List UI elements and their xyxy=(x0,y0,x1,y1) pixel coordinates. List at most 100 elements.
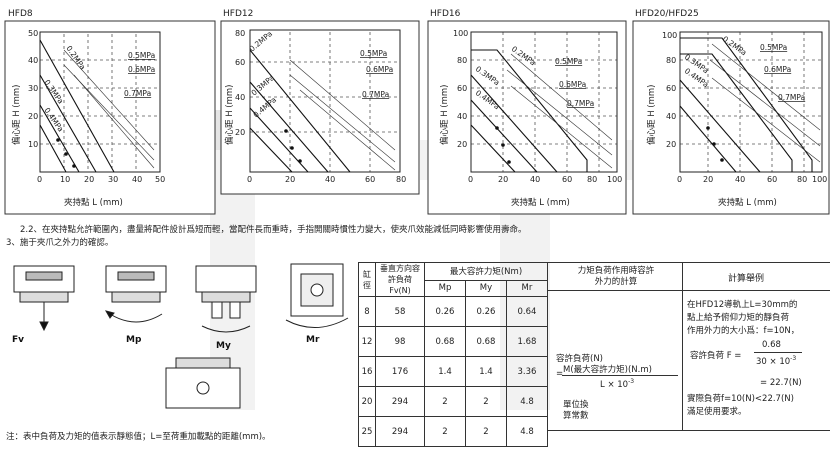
cell-my: 2 xyxy=(464,386,507,417)
chart-hfd8: 0 10 20 30 40 50 10 20 30 40 50 0.2MPa 0… xyxy=(4,20,216,215)
calc-bottom-rule xyxy=(548,430,830,431)
cell-my: 1.4 xyxy=(464,356,507,387)
calc-label-1: 容許負荷(N) xyxy=(556,354,603,364)
chart-title-hfd20: HFD20/HFD25 xyxy=(635,9,699,19)
hfd16-p05: 0.5MPa xyxy=(555,57,582,66)
hfd8-y-4: 40 xyxy=(28,56,38,65)
hfd20-p06: 0.6MPa xyxy=(764,65,791,74)
th-moment: 最大容許力矩(Nm) xyxy=(424,262,548,281)
calc-unit-2: 算常數 xyxy=(563,411,589,421)
hfd20-p07: 0.7MPa xyxy=(778,93,805,102)
hfd12-x-2: 40 xyxy=(325,175,335,184)
hfd20-y-2: 40 xyxy=(666,112,676,121)
calc-header-rule xyxy=(548,290,830,291)
hfd8-y-3: 30 xyxy=(28,84,38,93)
hfd8-p06: 0.6MPa xyxy=(128,65,155,74)
hfd16-y-5: 100 xyxy=(453,29,468,38)
force-diagrams: Fv Mp My Mr xyxy=(12,263,349,409)
hfd20-x-1: 20 xyxy=(703,175,713,184)
chart-hfd20: 0 20 40 60 80 100 20 40 60 80 100 0.2MPa… xyxy=(632,20,830,215)
hfd16-x-1: 20 xyxy=(498,175,508,184)
example-den-base: 30 × 10 xyxy=(756,356,791,367)
table-row: 20 294 2 2 4.8 xyxy=(358,386,549,417)
hfd8-x-2: 20 xyxy=(84,175,94,184)
cell-mp: 0.68 xyxy=(424,326,466,357)
calc-unit-1: 單位換 xyxy=(563,400,589,410)
cell-bore: 8 xyxy=(358,296,376,327)
example-fraction-bar xyxy=(754,352,802,353)
hfd20-x-0: 0 xyxy=(677,175,682,184)
hfd16-x-0: 0 xyxy=(468,175,473,184)
hfd12-ylabel: 偏心距 H (mm) xyxy=(224,85,235,146)
cell-mr: 4.8 xyxy=(505,386,549,417)
hfd16-y-3: 60 xyxy=(457,84,467,93)
spec-table: 缸徑 垂直方向容許負荷Fv(N) 最大容許力矩(Nm) Mp My Mr 8 5… xyxy=(358,262,549,447)
cell-mp: 1.4 xyxy=(424,356,466,387)
hfd12-y-1: 20 xyxy=(235,128,245,137)
hfd8-x-1: 10 xyxy=(60,175,70,184)
cell-my: 2 xyxy=(464,416,507,447)
hfd12-y-3: 60 xyxy=(235,58,245,67)
example-denominator: 30 × 10-3 xyxy=(756,355,796,367)
hfd16-y-4: 80 xyxy=(457,56,467,65)
chart-title-hfd16: HFD16 xyxy=(430,9,461,19)
cell-bore: 16 xyxy=(358,356,376,387)
hfd20-y-5: 100 xyxy=(662,31,677,40)
cell-fv: 294 xyxy=(375,416,425,447)
cell-bore: 20 xyxy=(358,386,376,417)
hfd16-y-1: 20 xyxy=(457,140,467,149)
hfd20-y-3: 60 xyxy=(666,84,676,93)
calc-den-base: L × 10 xyxy=(600,379,629,390)
label-my: My xyxy=(216,341,231,351)
example-result: = 22.7(N) xyxy=(760,378,802,388)
hfd20-p05: 0.5MPa xyxy=(760,43,787,52)
hfd16-p06: 0.6MPa xyxy=(559,80,586,89)
example-line-6: 滿足使用要求。 xyxy=(687,407,747,417)
th-mr: Mr xyxy=(505,279,549,298)
th-bore: 缸徑 xyxy=(358,262,376,297)
cell-fv: 98 xyxy=(375,326,425,357)
chart-title-hfd12: HFD12 xyxy=(223,9,254,19)
hfd20-y-1: 20 xyxy=(666,140,676,149)
hfd20-x-3: 60 xyxy=(767,175,777,184)
label-mr: Mr xyxy=(306,335,320,345)
example-den-exp: -3 xyxy=(790,355,797,362)
example-formula-label: 容許負荷 F = xyxy=(690,351,742,361)
chart-hfd16: 0 20 40 60 80 100 20 40 60 80 100 0.2MPa… xyxy=(427,20,627,215)
table-row: 8 58 0.26 0.26 0.64 xyxy=(358,296,549,327)
calc-numerator: M(最大容許力矩)(N.m) xyxy=(563,365,652,375)
cell-mp: 2 xyxy=(424,416,466,447)
example-numerator: 0.68 xyxy=(762,340,781,350)
hfd20-x-2: 40 xyxy=(735,175,745,184)
hfd20-x-4: 80 xyxy=(797,175,807,184)
table-row: 16 176 1.4 1.4 3.36 xyxy=(358,356,549,387)
hfd8-y-2: 20 xyxy=(28,112,38,121)
calc-header: 力矩負荷作用時容許外力的計算 xyxy=(577,266,655,287)
table-row: 25 294 2 2 4.8 xyxy=(358,416,549,447)
cell-fv: 294 xyxy=(375,386,425,417)
footnote: 注：表中負荷及力矩的值表示靜態值；L=至荷重加載點的距離(mm)。 xyxy=(6,432,271,442)
note-2-2: 2.2、在夾持點允許範圍內，盡量將配件設計爲短而輕，當配件長而重時，手指開關時慣… xyxy=(20,225,527,235)
hfd12-x-1: 20 xyxy=(285,175,295,184)
hfd16-y-2: 40 xyxy=(457,112,467,121)
cell-my: 0.26 xyxy=(464,296,507,327)
cell-mr: 0.64 xyxy=(505,296,549,327)
hfd12-x-0: 0 xyxy=(247,175,252,184)
cell-fv: 58 xyxy=(375,296,425,327)
hfd12-p07: 0.7MPa xyxy=(362,90,389,99)
note-3: 3、施于夾爪之外力的確認。 xyxy=(6,238,114,248)
cell-mp: 2 xyxy=(424,386,466,417)
hfd16-x-4: 80 xyxy=(587,175,597,184)
hfd16-xlabel: 夾持點 L (mm) xyxy=(511,197,570,208)
cell-bore: 25 xyxy=(358,416,376,447)
hfd8-x-3: 30 xyxy=(108,175,118,184)
hfd8-x-0: 0 xyxy=(37,175,42,184)
example-line-1: 在HFD12導軌上L=30mm的 xyxy=(687,300,798,310)
hfd8-p05: 0.5MPa xyxy=(128,51,155,60)
hfd12-p05: 0.5MPa xyxy=(360,49,387,58)
table-row: 12 98 0.68 0.68 1.68 xyxy=(358,326,549,357)
hfd12-p06: 0.6MPa xyxy=(366,65,393,74)
example-line-3: 作用外力的大小爲：f=10N， xyxy=(687,326,800,336)
hfd16-x-5: 100 xyxy=(607,175,622,184)
hfd8-y-5: 50 xyxy=(28,29,38,38)
